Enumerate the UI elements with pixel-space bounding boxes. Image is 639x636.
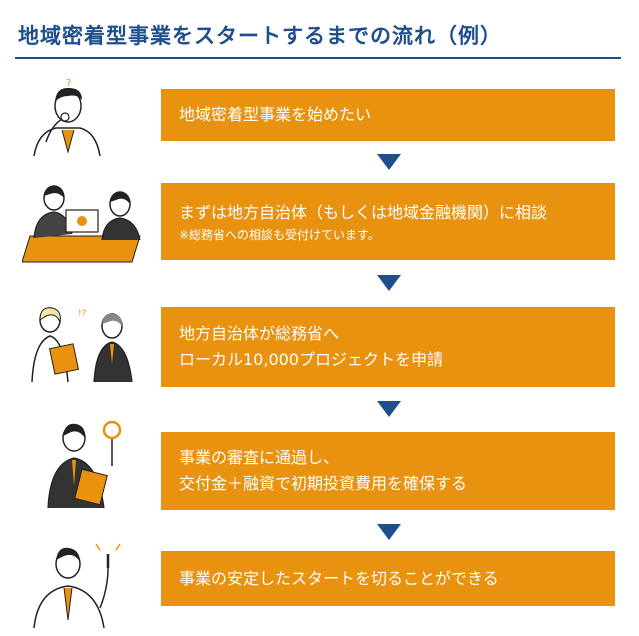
two-people-discussing-icon: !? [31, 307, 133, 382]
page-title: 地域密着型事業をスタートするまでの流れ（例） [18, 24, 502, 48]
step-3-text-line-2: ローカル10,000プロジェクトを申請 [179, 350, 443, 369]
step-5-box: 事業の安定したスタートを切ることができる [161, 551, 615, 606]
down-arrow-icon [377, 275, 401, 291]
step-2-text: まずは地方自治体（もしくは地域金融機関）に相談 [179, 202, 548, 222]
svg-text:?: ? [66, 78, 71, 89]
step-3-text-line-1: 地方自治体が総務省へ [179, 324, 340, 343]
title-underline [15, 57, 621, 59]
down-arrow-icon [377, 524, 401, 540]
down-arrow-icon [377, 401, 401, 417]
svg-text:!?: !? [78, 309, 87, 319]
thinking-person-icon: ? [33, 78, 101, 156]
approval-sign-person-icon [47, 420, 122, 508]
step-1-box: 地域密着型事業を始めたい [161, 89, 615, 141]
step-1-text: 地域密着型事業を始めたい [179, 105, 372, 124]
step-4-text-line-2: 交付金＋融資で初期投資費用を確保する [179, 474, 468, 493]
step-5-text: 事業の安定したスタートを切ることができる [179, 568, 499, 588]
step-2-note: ※総務省への相談も受付けています。 [179, 227, 380, 242]
consultation-meeting-icon [22, 185, 141, 263]
step-4-text-line-1: 事業の審査に通過し、 [179, 448, 340, 467]
step-4-box: 事業の審査に通過し、 交付金＋融資で初期投資費用を確保する [161, 432, 615, 510]
down-arrow-icon [377, 154, 401, 170]
step-3-box: 地方自治体が総務省へ ローカル10,000プロジェクトを申請 [161, 307, 615, 387]
step-2-box: まずは地方自治体（もしくは地域金融機関）に相談 ※総務省への相談も受付けています… [161, 183, 615, 260]
person-pointing-up-icon [33, 543, 121, 628]
